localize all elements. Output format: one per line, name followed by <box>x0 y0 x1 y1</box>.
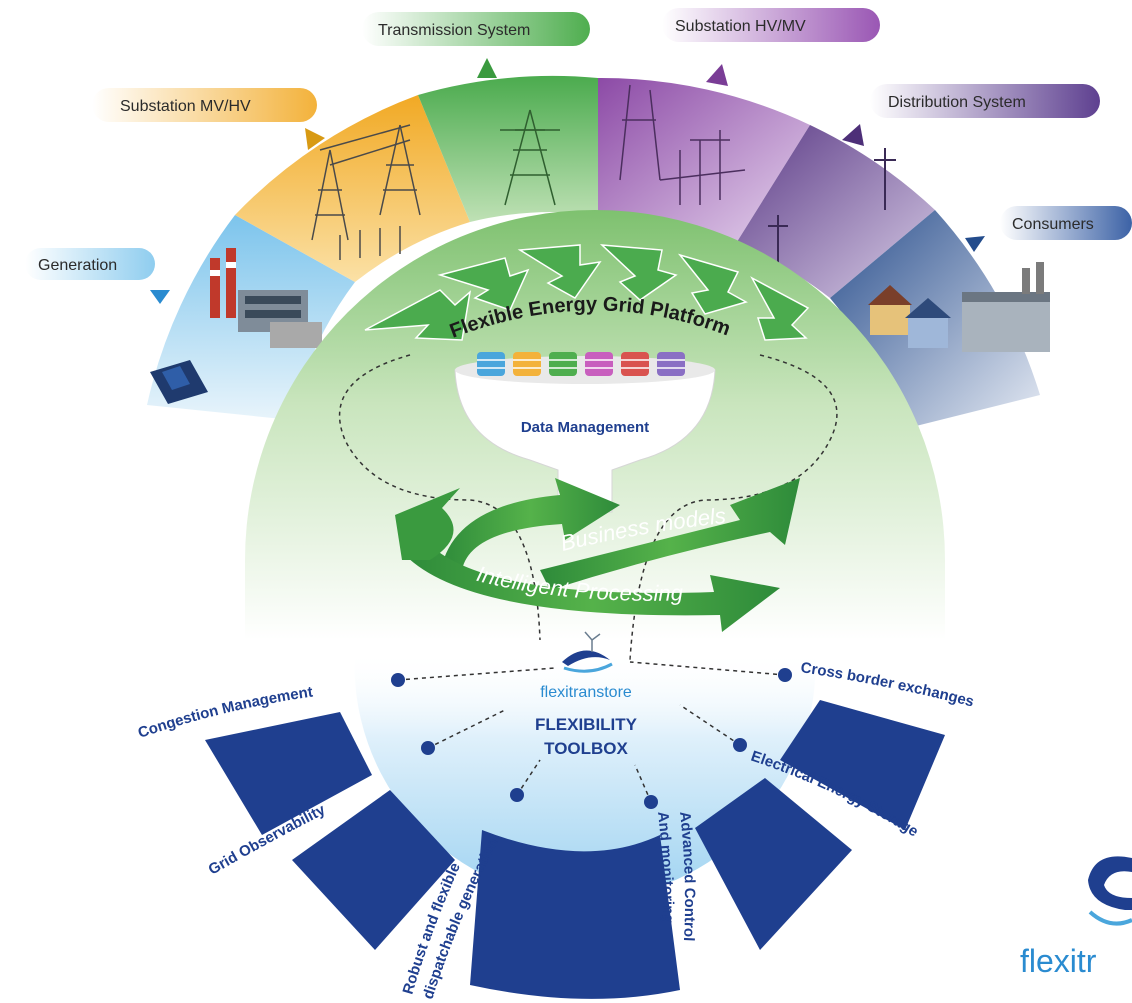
cross-border-dot <box>778 668 792 682</box>
robust-generation-dot <box>510 788 524 802</box>
intelligent-processing-band <box>405 545 780 632</box>
data-management-label: Data Management <box>521 419 649 436</box>
consumers-pointer <box>965 236 985 252</box>
database-icon <box>549 352 577 376</box>
flexitranstore-logo: flexitr <box>1020 856 1132 979</box>
toolbox-segments <box>205 700 945 999</box>
business-models-band <box>440 478 620 575</box>
distribution-segment <box>735 125 935 298</box>
grid-observability-dot <box>421 741 435 755</box>
business-models-arrow <box>540 478 800 590</box>
toolbox-logo: flexitranstore FLEXIBILITY TOOLBOX <box>535 631 638 758</box>
database-icon <box>621 352 649 376</box>
storage-dot <box>733 738 747 752</box>
substation-hv-mv-tag: Substation HV/MV <box>662 8 880 86</box>
distribution-tag: Distribution System <box>842 84 1100 146</box>
transmission-tag: Transmission System <box>362 12 590 78</box>
database-icon <box>657 352 685 376</box>
advanced-control-dot <box>644 795 658 809</box>
funnel-shape <box>454 369 716 513</box>
advanced-label-line2: And monitoring <box>654 811 677 924</box>
toolbox-spokes <box>397 661 786 803</box>
congestion-segment <box>205 712 372 835</box>
substation-mv-hv-scene <box>311 124 421 260</box>
transmission-scene <box>500 109 560 206</box>
substation-mv-hv-pointer <box>305 128 325 150</box>
generation-label: Generation <box>38 257 117 274</box>
database-icon <box>513 352 541 376</box>
transmission-label: Transmission System <box>378 22 530 39</box>
wind-turbine-logo-icon <box>562 650 610 666</box>
substation-mv-hv-tag: Substation MV/HV <box>92 88 325 150</box>
generation-pointer <box>150 290 170 304</box>
grid-observability-segment <box>292 790 455 950</box>
distribution-scene <box>768 148 896 270</box>
toolbox-title-line1: FLEXIBILITY <box>535 715 638 734</box>
substation-mv-hv-segment <box>235 95 470 282</box>
storage-segment <box>780 700 945 830</box>
generation-scene <box>150 248 322 404</box>
advanced-label-line1: Advanced Control <box>676 811 698 942</box>
toolbox-dots <box>391 668 792 809</box>
consumers-scene <box>868 262 1050 352</box>
toolbox-brand: flexitranstore <box>540 684 632 701</box>
substation-hv-mv-label: Substation HV/MV <box>675 18 806 35</box>
data-funnel: Data Management <box>454 352 716 513</box>
consumers-label: Consumers <box>1012 216 1094 233</box>
distribution-pointer <box>842 124 864 146</box>
transmission-pointer <box>477 58 497 78</box>
logo-swirl-icon <box>1088 856 1132 910</box>
substation-hv-mv-pointer <box>706 64 728 86</box>
substation-hv-mv-scene <box>619 84 746 205</box>
transmission-segment <box>418 75 598 222</box>
consumers-tag: Consumers <box>965 206 1132 252</box>
database-icons <box>477 352 685 376</box>
left-loop-arrow <box>395 488 460 560</box>
logo-brand-text: flexitr <box>1020 943 1097 979</box>
inflow-arrows <box>364 244 810 341</box>
distribution-label: Distribution System <box>888 94 1026 111</box>
congestion-dot <box>391 673 405 687</box>
advanced-control-segment <box>695 778 852 950</box>
database-icon <box>477 352 505 376</box>
database-icon <box>585 352 613 376</box>
substation-mv-hv-label: Substation MV/HV <box>120 98 251 115</box>
robust-generation-segment <box>470 830 680 999</box>
toolbox-title-line2: TOOLBOX <box>544 739 628 758</box>
generation-tag: Generation <box>25 248 170 304</box>
